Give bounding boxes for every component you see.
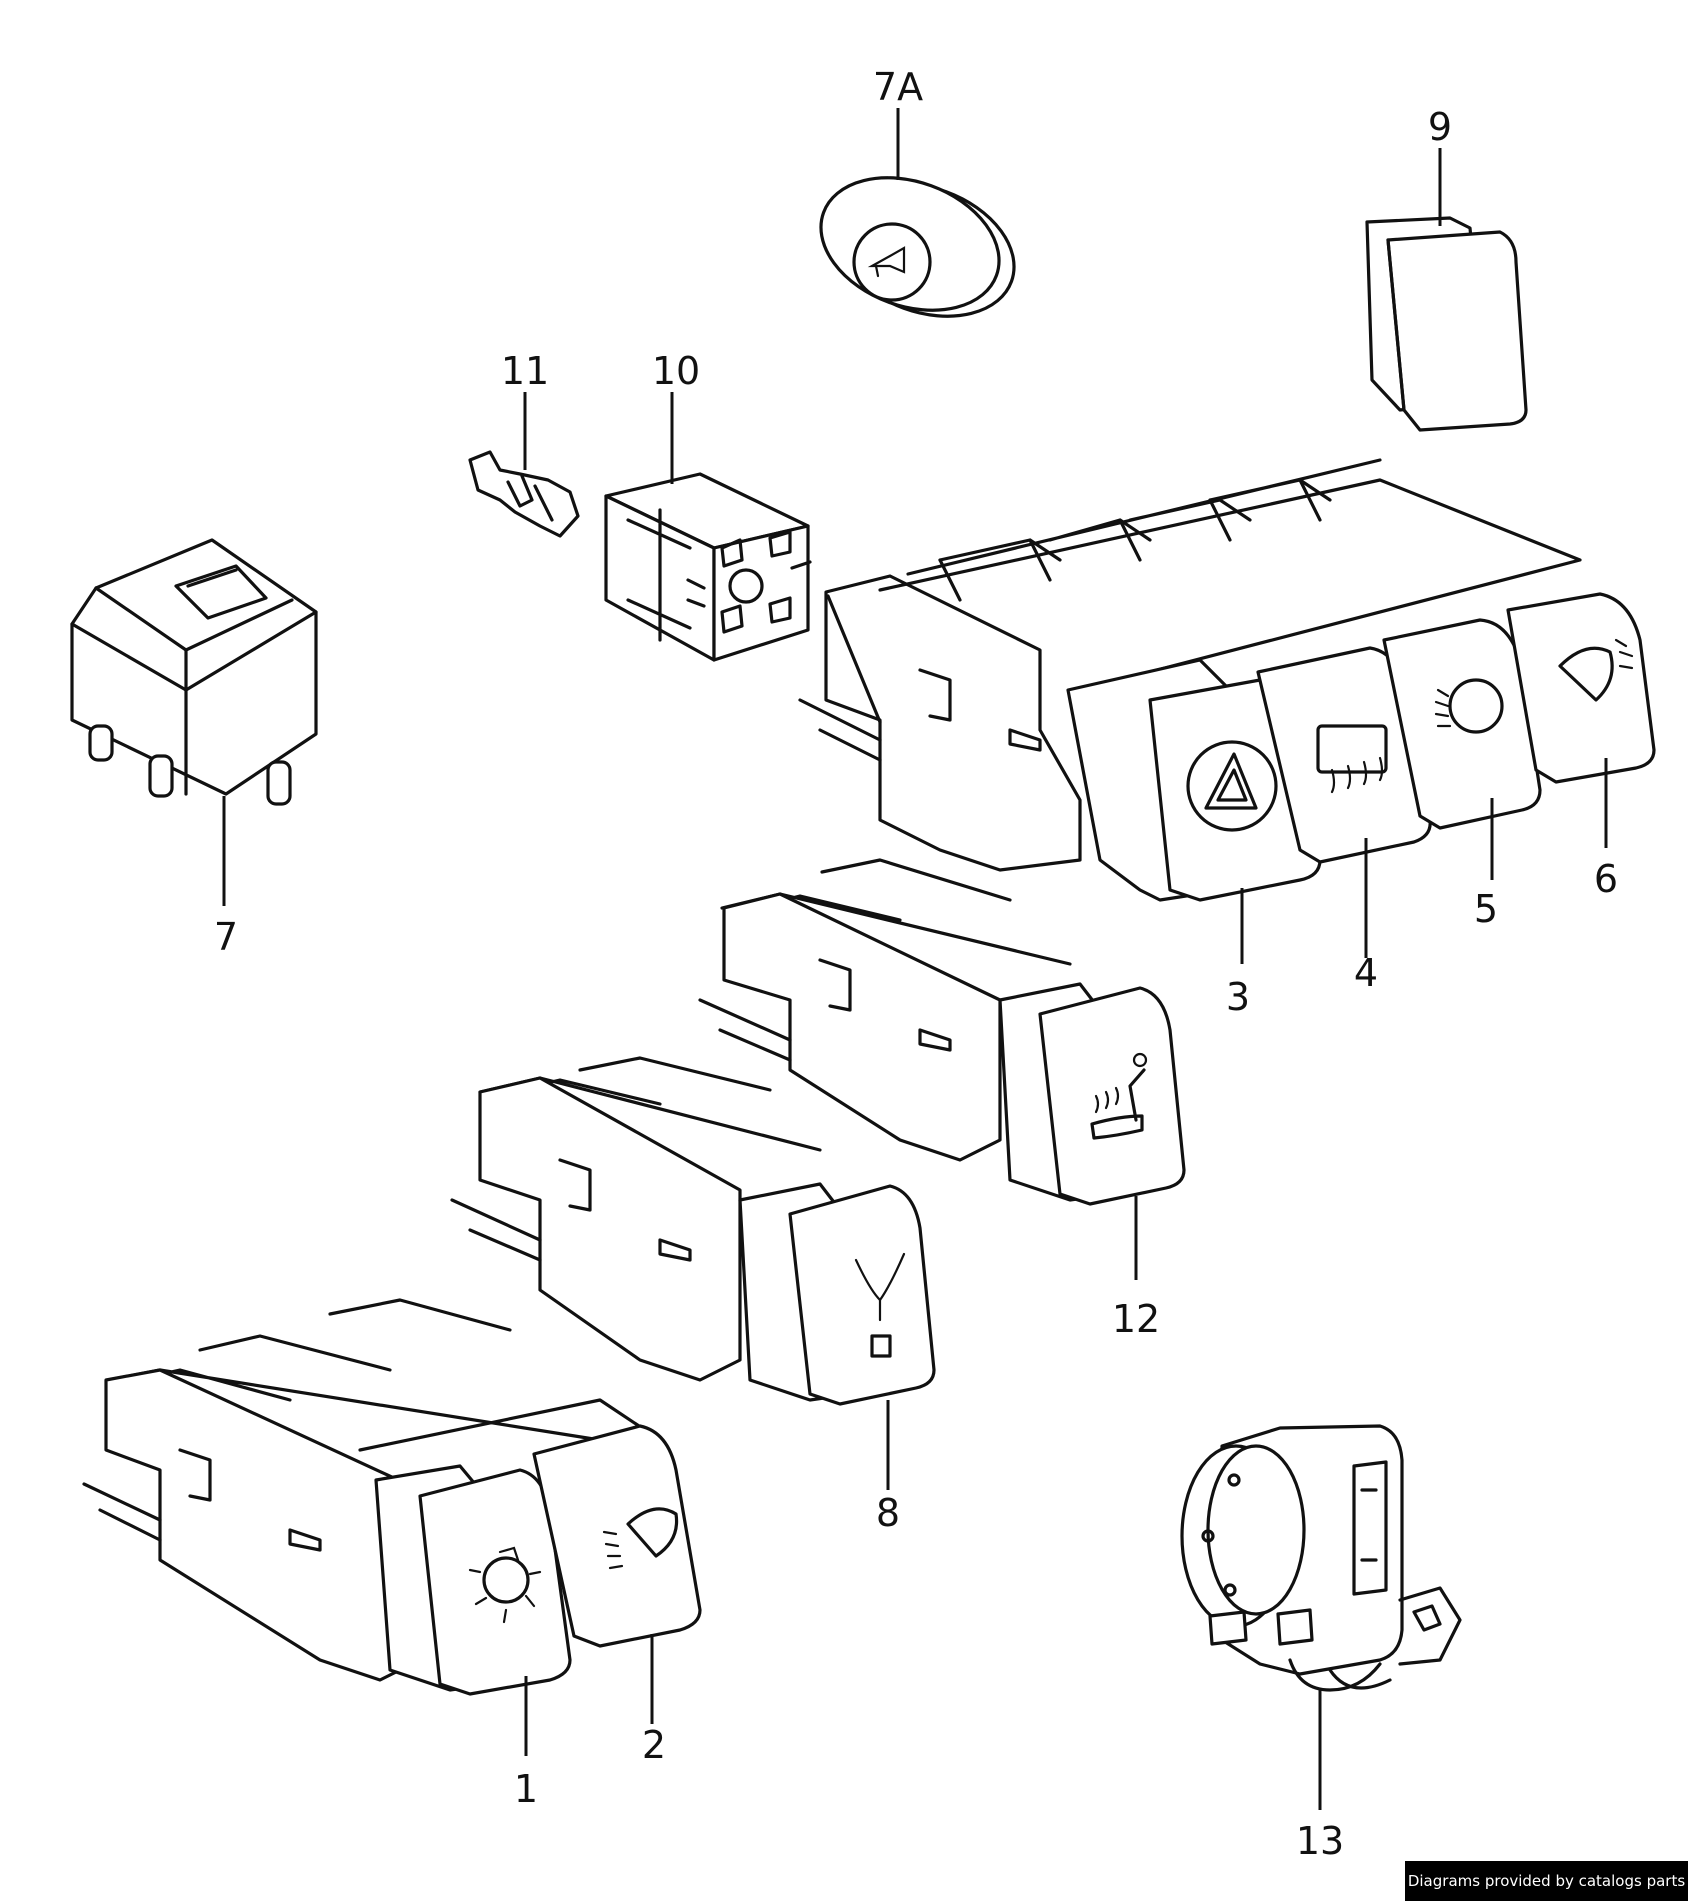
- part-7-relay: [70, 538, 318, 806]
- callout-12: 12: [1112, 1297, 1160, 1341]
- callout-8: 8: [876, 1491, 900, 1535]
- part-3-6-switch-bank: [798, 458, 1656, 902]
- hazard-warning-icon: [1186, 740, 1278, 832]
- credit-banner: Diagrams provided by catalogs parts: [1405, 1861, 1688, 1901]
- callout-labels: 7A 9 11 10 7 3 4 5 6 12 8 2 1 13: [214, 65, 1618, 1863]
- part-10-relay-socket: [604, 472, 812, 662]
- callout-9: 9: [1428, 105, 1452, 149]
- part-11-connector-pin: [468, 450, 580, 538]
- interior-light-icon: [854, 1252, 906, 1358]
- part-8-interior-light-switch: [450, 1056, 936, 1406]
- callout-7a: 7A: [873, 65, 923, 109]
- part-13-rotary-switch: [1180, 1424, 1462, 1692]
- seat-heater-icon: [1090, 1052, 1148, 1140]
- fog-light-front-icon: [1434, 678, 1504, 734]
- part-7a-horn-button: [819, 176, 1016, 318]
- callout-6: 6: [1594, 857, 1618, 901]
- rear-window-defrost-icon: [1316, 724, 1388, 794]
- part-12-seat-heater-switch: [698, 858, 1186, 1206]
- callout-4: 4: [1354, 951, 1378, 995]
- fog-light-icon: [602, 1507, 679, 1570]
- callout-7: 7: [214, 915, 238, 959]
- part-1-2-light-switches: [82, 1298, 702, 1696]
- rear-fog-light-icon: [1558, 638, 1634, 702]
- part-9-switch-cap: [1365, 216, 1528, 432]
- light-bulb-icon: [468, 1546, 542, 1624]
- callout-3: 3: [1226, 975, 1250, 1019]
- callout-13: 13: [1296, 1819, 1344, 1863]
- callout-10: 10: [652, 349, 700, 393]
- callout-2: 2: [642, 1723, 666, 1767]
- callout-5: 5: [1474, 887, 1498, 931]
- horn-icon: [867, 246, 906, 278]
- callout-11: 11: [501, 349, 549, 393]
- callout-1: 1: [514, 1767, 538, 1811]
- leader-lines: [222, 108, 1608, 1810]
